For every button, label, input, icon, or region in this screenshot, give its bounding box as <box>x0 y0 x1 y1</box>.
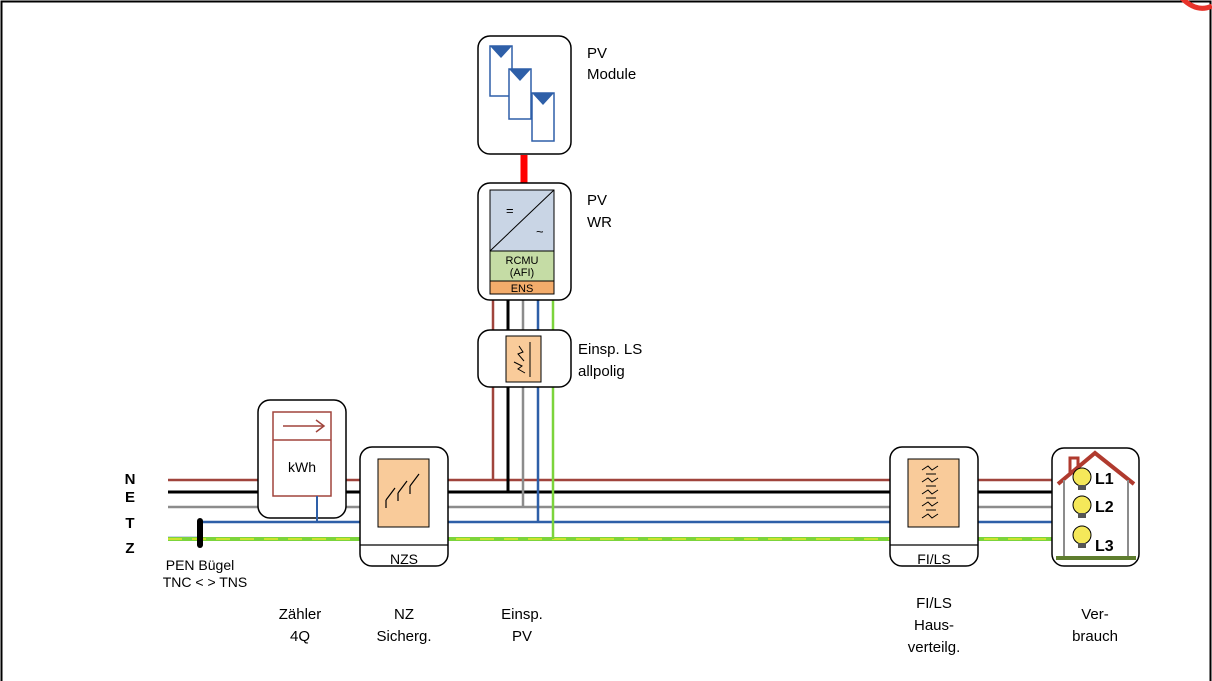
svg-text:Z: Z <box>125 540 134 557</box>
inverter-label-2: WR <box>587 214 612 231</box>
caption-fils-1: FI/LS <box>916 595 952 612</box>
pv-module-box <box>477 35 572 155</box>
pen-label-2: TNC < > TNS <box>163 574 248 590</box>
caption-einsp-1: Einsp. <box>501 606 543 623</box>
fils-label: FI/LS <box>917 551 950 567</box>
inverter-label-1: PV <box>587 192 607 209</box>
caption-verbrauch-2: brauch <box>1072 628 1118 645</box>
caption-verbrauch-1: Ver- <box>1081 606 1109 623</box>
caption-einsp-2: PV <box>512 628 532 645</box>
svg-text:E: E <box>125 489 135 506</box>
dc-symbol: = <box>506 203 514 218</box>
netz-label: N E T Z <box>125 471 136 557</box>
pen-label-1: PEN Bügel <box>166 557 234 573</box>
caption-nz-1: NZ <box>394 606 414 623</box>
solar-panel-icon <box>489 45 555 142</box>
caption-nz-2: Sicherg. <box>376 628 431 645</box>
feed-breaker-box <box>477 329 572 388</box>
rcd-breaker-icon <box>921 465 939 519</box>
pv-module-label-1: PV <box>587 45 607 62</box>
feed-breaker-label-2: allpolig <box>578 363 625 380</box>
rcmu-label-1: RCMU <box>506 255 539 267</box>
caption-fils-2: Haus- <box>914 617 954 634</box>
caption-zaehler-2: 4Q <box>290 628 310 645</box>
rcmu-label-2: (AFI) <box>510 267 534 279</box>
ens-label: ENS <box>511 283 534 295</box>
svg-text:N: N <box>125 471 136 488</box>
caption-zaehler-1: Zähler <box>279 606 322 623</box>
fuse-switch-icon <box>385 473 420 508</box>
nzs-label: NZS <box>390 551 418 567</box>
meter-box: kWh <box>257 399 347 522</box>
lamp-l2-label: L2 <box>1095 499 1114 516</box>
ac-symbol: ~ <box>536 224 544 239</box>
pv-module-label-2: Module <box>587 66 636 83</box>
lamp-l2: L2 <box>1072 495 1114 518</box>
lamp-l3: L3 <box>1072 525 1114 555</box>
nzs-box: NZS <box>359 446 449 567</box>
lamp-l1-label: L1 <box>1095 471 1114 488</box>
fils-box: FI/LS <box>889 446 979 567</box>
lamp-l3-label: L3 <box>1095 538 1114 555</box>
lamp-l1: L1 <box>1072 467 1114 490</box>
caption-fils-3: verteilg. <box>908 639 961 656</box>
breaker-switch-icon <box>513 342 531 377</box>
feed-breaker-label-1: Einsp. LS <box>578 341 642 358</box>
corner-logo-fragment <box>1180 0 1212 11</box>
arrow-right-icon <box>283 419 326 433</box>
inverter-box: = ~ RCMU (AFI) ENS <box>477 182 572 301</box>
meter-unit: kWh <box>288 459 316 475</box>
svg-text:T: T <box>125 515 134 532</box>
house-icon: L1 L2 L3 <box>1051 447 1140 567</box>
